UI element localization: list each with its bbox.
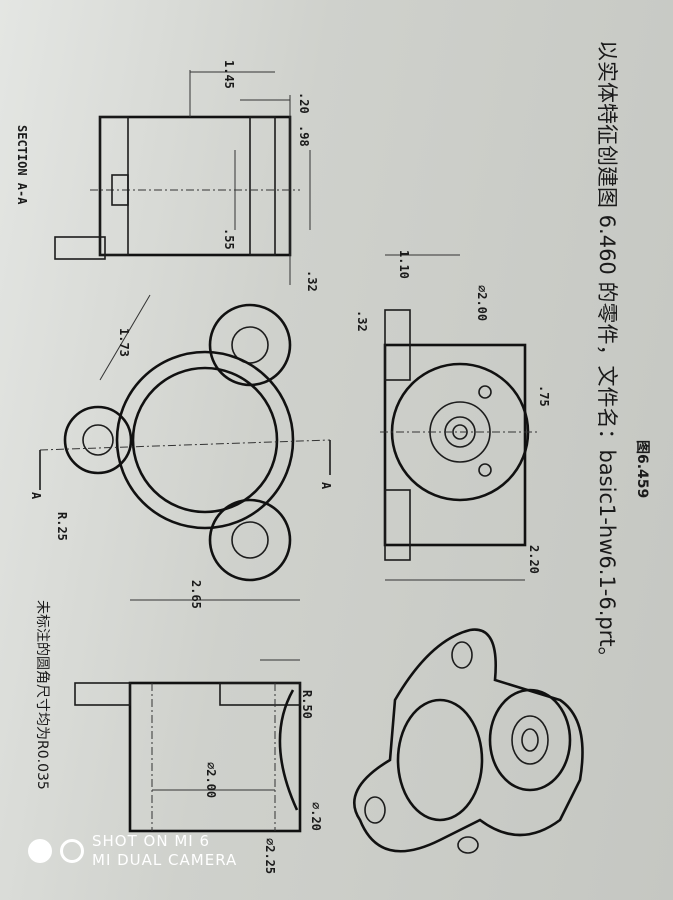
- watermark-filled-circle-icon: [28, 839, 52, 863]
- dim-dia-0-20: ⌀.20: [309, 802, 323, 831]
- section-mark-a-left: A: [29, 492, 43, 500]
- dim-0-32-front: .32: [355, 310, 369, 332]
- camera-watermark: SHOT ON MI 6 MI DUAL CAMERA: [28, 832, 237, 870]
- dim-0-55: .55: [222, 228, 236, 250]
- isometric-view: [353, 628, 584, 854]
- section-view: 1.45 .20 .98 .55 .32 SECTION A-A: [15, 60, 319, 292]
- front-view: 1.10 .32 ⌀2.00 .75 2.20: [355, 250, 551, 581]
- dim-r-0-50: R.50: [300, 690, 314, 719]
- figure-label: 图6.459: [634, 440, 650, 498]
- dim-2-20: 2.20: [527, 545, 541, 574]
- dim-0-32-section: .32: [305, 270, 319, 292]
- dim-dia-2-25: ⌀2.25: [263, 838, 277, 874]
- dim-dia-2-00-side: ⌀2.00: [204, 762, 218, 798]
- dim-dia-2-00-front: ⌀2.00: [475, 285, 489, 321]
- section-label: SECTION A-A: [15, 125, 29, 205]
- dim-2-65: 2.65: [189, 580, 203, 609]
- section-mark-a-right: A: [319, 482, 333, 490]
- watermark-ring-icon: [60, 839, 84, 863]
- top-view: 1.73 R.25 2.65 A A: [29, 294, 333, 609]
- dim-r-0-25: R.25: [55, 512, 69, 541]
- side-view: R.50 ⌀2.00 ⌀.20 ⌀2.25: [74, 659, 323, 874]
- dim-0-75: .75: [537, 385, 551, 407]
- dim-1-45: 1.45: [222, 60, 236, 89]
- fillet-note: 未标注的圆角尺寸均为R0.035: [34, 600, 50, 790]
- dim-1-10: 1.10: [397, 250, 411, 279]
- dim-0-98: .98: [297, 125, 311, 147]
- dim-0-20: .20: [297, 92, 311, 114]
- watermark-line-2: MI DUAL CAMERA: [92, 851, 238, 869]
- page-title: 以实体特征创建图 6.460 的零件，文件名：basic1-hw6.1-6.pr…: [595, 40, 619, 668]
- watermark-line-1: SHOT ON MI 6: [92, 832, 211, 850]
- dim-1-73: 1.73: [117, 328, 131, 357]
